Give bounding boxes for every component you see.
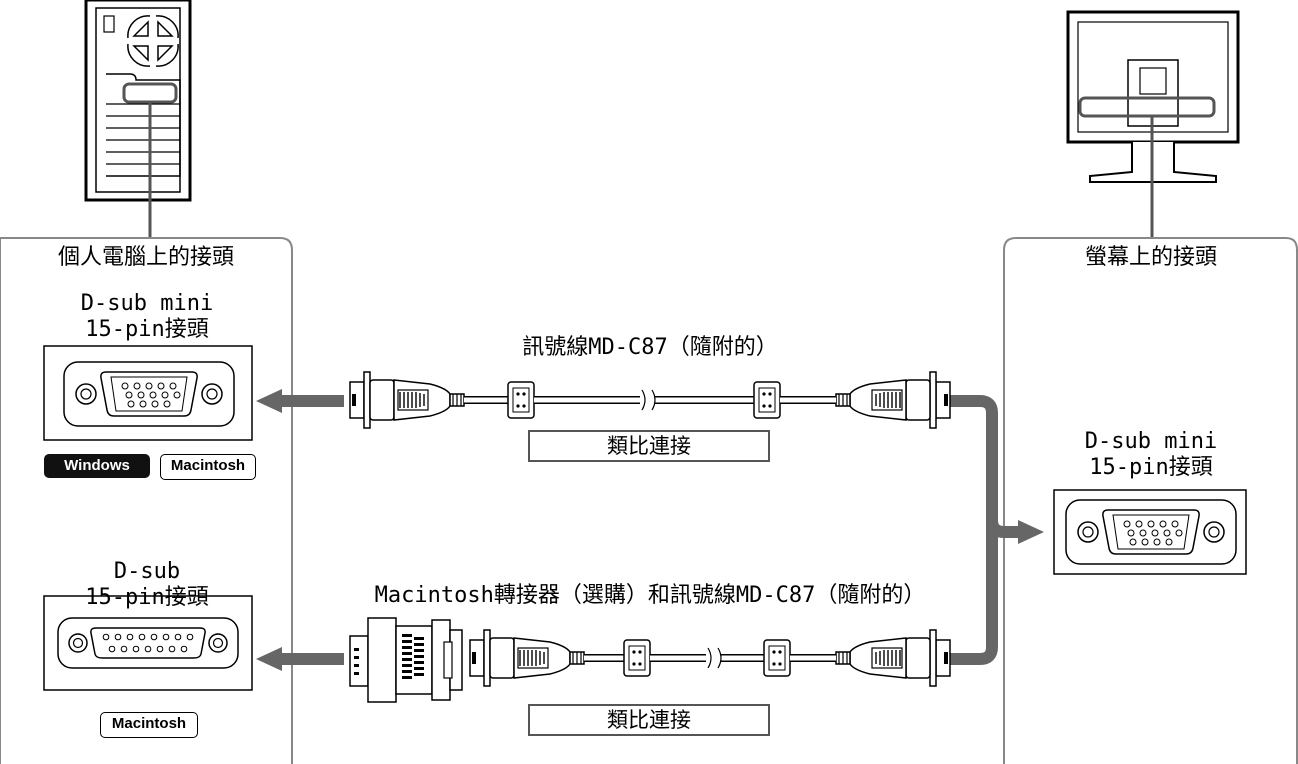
pc-panel: [0, 237, 293, 764]
badge-macintosh-2: Macintosh: [100, 712, 198, 738]
arrow-to-pc-bottom: [256, 647, 344, 671]
cable-1-caption: 訊號線MD-C87（隨附的）: [522, 335, 778, 360]
pc-connector-2-name-line1: D-sub: [113, 559, 181, 584]
d15-socket-icon: [57, 617, 239, 669]
hd15-socket-icon: [63, 361, 235, 427]
macintosh-adapter: [349, 617, 463, 703]
badge-windows: Windows: [44, 454, 150, 478]
pc-connector-1-name-line2: 15-pin接頭: [85, 317, 209, 342]
arrow-to-pc-top: [256, 389, 344, 413]
monitor-connector-name-line1: D-sub mini: [1084, 429, 1218, 454]
cable-2-caption: Macintosh轉接器（選購）和訊號線MD-C87（隨附的）: [374, 583, 926, 608]
pc-connector-2-name-line2: 15-pin接頭: [85, 585, 209, 610]
monitor-connector-name-line2: 15-pin接頭: [1089, 455, 1213, 480]
cable-2-tag: 類比連接: [528, 704, 770, 736]
monitor-socket-icon: [1065, 499, 1237, 565]
pc-connector-1-name-line1: D-sub mini: [80, 291, 214, 316]
monitor-panel: [1003, 237, 1298, 764]
monitor-panel-title: 螢幕上的接頭: [1084, 245, 1217, 270]
pc-panel-title: 個人電腦上的接頭: [57, 245, 234, 270]
cable-1-tag: 類比連接: [528, 430, 770, 462]
pc-tower-illustration: [84, 0, 192, 202]
cable-md-c87-top: [349, 371, 951, 429]
badge-macintosh: Macintosh: [160, 454, 256, 480]
arrow-to-monitor: [950, 395, 1020, 665]
cable-md-c87-bottom: [469, 629, 951, 687]
ferrite-core-icon: [507, 381, 535, 419]
